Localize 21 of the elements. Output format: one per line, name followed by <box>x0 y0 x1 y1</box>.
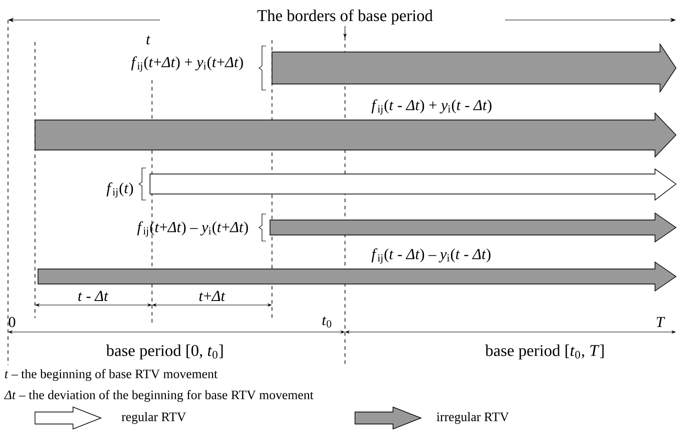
note: t – the beginning of base RTV movement <box>4 369 218 381</box>
arrow-bar <box>270 212 677 243</box>
title-label: The borders of base period <box>257 9 433 25</box>
dimension-label: t+Δt <box>199 290 226 302</box>
formula-label: f$_{ij}$(t - Δt) – y$_{i}$(t - Δt) <box>372 248 490 264</box>
arrow-bar <box>150 168 677 201</box>
legend-label: irregular RTV <box>436 412 509 424</box>
axis-label: T <box>656 317 666 327</box>
formula-label: f$_{ij}$(t+Δt) + y$_{i}$(t+Δt) <box>131 56 243 72</box>
time-label: t <box>146 36 150 44</box>
axis-label: 0 <box>8 316 16 328</box>
note: Δt – the deviation of the beginning for base RTV movement <box>4 390 314 402</box>
dimension-label: t - Δt <box>78 290 108 302</box>
legend-label: regular RTV <box>122 412 186 424</box>
period-label: base period [0, t$_{0}$] <box>106 344 223 360</box>
formula-label: f$_{ij}$(t) <box>106 182 133 198</box>
formula-label: f$_{ij}$(t+Δt) –y$_{i}$(t+Δt) <box>137 221 248 237</box>
axis-label: t$_{0}$ <box>322 316 332 328</box>
period-label: base period [t$_{0}$, T] <box>485 344 604 360</box>
formula-label: f$_{ij}$(t - Δt) + y$_{i}$(t - Δt) <box>372 99 492 115</box>
arrow-bar <box>272 42 676 94</box>
